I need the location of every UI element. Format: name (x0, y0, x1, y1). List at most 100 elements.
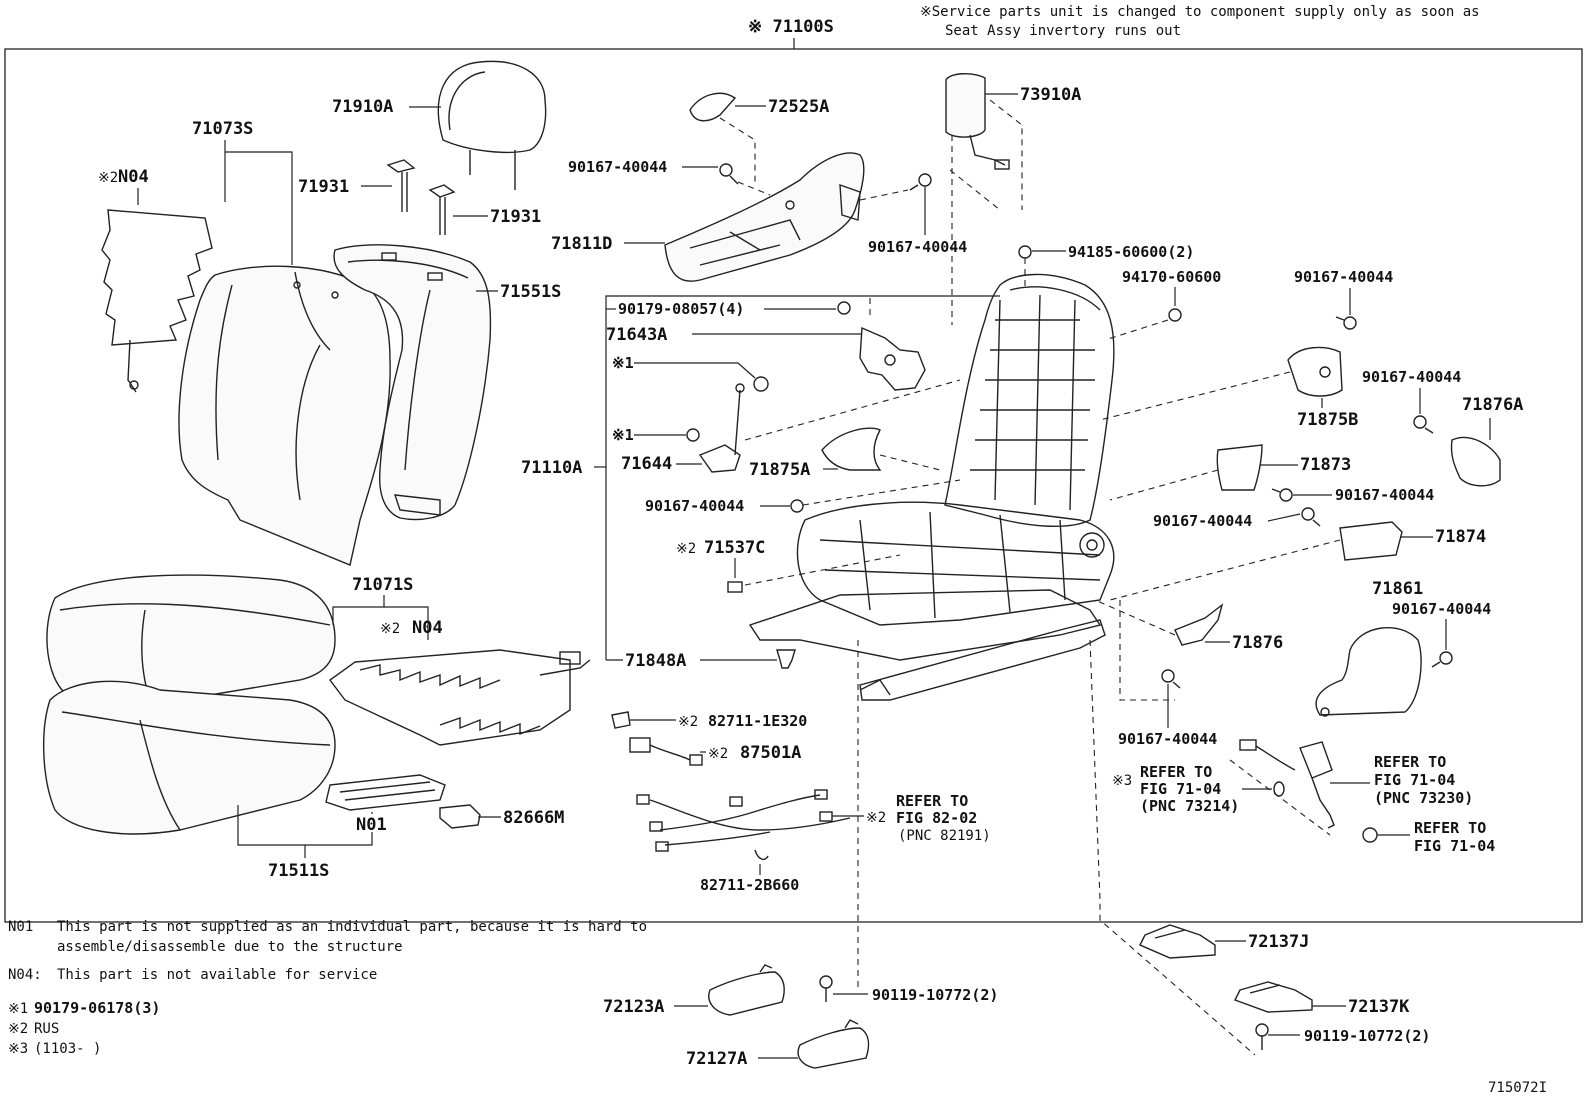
part-N04-top[interactable]: N04 (118, 167, 149, 187)
clip-71848A (776, 649, 796, 669)
part-72127A[interactable]: 72127A (686, 1049, 747, 1069)
refer-73214-l3[interactable]: (PNC 73214) (1140, 797, 1239, 815)
washer-73214 (1273, 781, 1285, 797)
nut-71-04 (1362, 827, 1378, 843)
part-71874[interactable]: 71874 (1435, 527, 1486, 547)
part-71644[interactable]: 71644 (621, 454, 672, 474)
refer-73230-l3[interactable]: (PNC 73230) (1374, 789, 1473, 807)
refer-7104-l2[interactable]: FIG 71-04 (1414, 837, 1495, 855)
screw-90167-d (790, 499, 804, 513)
screw-90167-h (1431, 651, 1453, 668)
nut-94185 (1018, 245, 1032, 259)
seat-cushion-pad (43, 680, 336, 835)
part-90167-f[interactable]: 90167-40044 (1335, 486, 1434, 504)
part-90167-d[interactable]: 90167-40044 (645, 497, 744, 515)
refer-73230-l2[interactable]: FIG 71-04 (1374, 771, 1455, 789)
refer-82-02-mark: ※2 (866, 810, 886, 826)
71537C-mark: ※2 (676, 541, 696, 557)
clip-71931-b (428, 184, 456, 235)
part-73910A[interactable]: 73910A (1020, 85, 1081, 105)
note-x2-code: ※2 (8, 1021, 28, 1037)
part-90167-c[interactable]: 90167-40044 (1294, 268, 1393, 286)
part-71551S[interactable]: 71551S (500, 282, 561, 302)
part-71931-a[interactable]: 71931 (298, 177, 349, 197)
note-n01-code: N01 (8, 919, 33, 935)
82711-1E320-mark: ※2 (678, 714, 698, 730)
part-90167-e[interactable]: 90167-40044 (1362, 368, 1461, 386)
rail-cover-72127A (797, 1019, 870, 1069)
part-94185[interactable]: 94185-60600(2) (1068, 243, 1194, 261)
part-71875B[interactable]: 71875B (1297, 410, 1358, 430)
cover-71874 (1339, 521, 1403, 561)
part-71537C[interactable]: 71537C (704, 538, 765, 558)
note-x1-text: 90179-06178(3) (34, 999, 160, 1017)
service-note-line2: Seat Assy invertory runs out (945, 23, 1181, 39)
part-87501A[interactable]: 87501A (740, 743, 801, 763)
part-71931-b[interactable]: 71931 (490, 207, 541, 227)
part-71071S[interactable]: 71071S (352, 575, 413, 595)
diagram-frame (4, 48, 1583, 923)
heater-mat-back (101, 209, 213, 393)
part-71110A[interactable]: 71110A (521, 458, 582, 478)
link-71644 (698, 383, 745, 473)
cover-71876A (1450, 436, 1501, 487)
figure-id: 715072I (1488, 1080, 1547, 1096)
refer-82-02-l2[interactable]: FIG 82-02 (896, 809, 977, 827)
part-71073S[interactable]: 71073S (192, 119, 253, 139)
part-71873[interactable]: 71873 (1300, 455, 1351, 475)
refer-7104-l1[interactable]: REFER TO (1414, 819, 1486, 837)
part-90167-b[interactable]: 90167-40044 (868, 238, 967, 256)
sensor-87501A (629, 737, 703, 766)
connector-82711-1E320 (611, 711, 631, 729)
part-71861[interactable]: 71861 (1372, 579, 1423, 599)
part-N01[interactable]: N01 (356, 815, 387, 835)
part-72137K[interactable]: 72137K (1348, 997, 1410, 1017)
note-n01-line1: This part is not supplied as an individu… (57, 919, 647, 935)
rail-cover-72137K (1234, 981, 1313, 1013)
note-x3-code: ※3 (8, 1041, 28, 1057)
refer-73230-l1[interactable]: REFER TO (1374, 753, 1446, 771)
part-72137J[interactable]: 72137J (1248, 932, 1309, 952)
headrest-shape (437, 60, 547, 190)
part-71876[interactable]: 71876 (1232, 633, 1283, 653)
part-82711-1E320[interactable]: 82711-1E320 (708, 712, 807, 730)
part-94170[interactable]: 94170-60600 (1122, 268, 1221, 286)
part-90119-a[interactable]: 90119-10772(2) (872, 986, 998, 1004)
screw-90167-f (1271, 488, 1293, 502)
note-x1-code: ※1 (8, 1001, 28, 1017)
part-72123A[interactable]: 72123A (603, 997, 664, 1017)
part-90167-g[interactable]: 90167-40044 (1153, 512, 1252, 530)
bolt-90119-b (1255, 1023, 1269, 1050)
note-n04-text: This part is not available for service (57, 967, 377, 983)
part-90167-h[interactable]: 90167-40044 (1392, 600, 1491, 618)
rail-cover-72137J (1139, 924, 1216, 959)
note-x2-text: RUS (34, 1021, 59, 1037)
part-71876A[interactable]: 71876A (1462, 395, 1523, 415)
part-71910A[interactable]: 71910A (332, 97, 393, 117)
rail-cover-72123A (708, 964, 785, 1016)
part-N04-mid[interactable]: N04 (412, 618, 443, 638)
part-90179-08057[interactable]: 90179-08057(4) (618, 300, 744, 318)
refer-82-02-l1[interactable]: REFER TO (896, 792, 968, 810)
refer-73214-l1[interactable]: REFER TO (1140, 763, 1212, 781)
knob-71876 (1174, 603, 1224, 646)
refer-82-02-l3[interactable]: (PNC 82191) (898, 828, 991, 844)
part-90167-i[interactable]: 90167-40044 (1118, 730, 1217, 748)
refer-73214-l2[interactable]: FIG 71-04 (1140, 780, 1221, 798)
part-82711-2B660[interactable]: 82711-2B660 (700, 876, 799, 894)
part-72525A[interactable]: 72525A (768, 97, 829, 117)
part-71848A[interactable]: 71848A (625, 651, 686, 671)
clip-82666M (439, 804, 481, 829)
part-71811D[interactable]: 71811D (551, 234, 612, 254)
x1-mark-b: ※1 (612, 426, 634, 444)
main-assembly-label[interactable]: ※ 71100S (748, 17, 834, 37)
part-90119-b[interactable]: 90119-10772(2) (1304, 1027, 1430, 1045)
part-71511S[interactable]: 71511S (268, 861, 329, 881)
part-90167-a[interactable]: 90167-40044 (568, 158, 667, 176)
part-82666M[interactable]: 82666M (503, 808, 564, 828)
part-71875A[interactable]: 71875A (749, 460, 810, 480)
seatback-cover-front (178, 265, 391, 566)
refer-73214-mark: ※3 (1112, 773, 1132, 789)
part-71643A[interactable]: 71643A (606, 325, 667, 345)
airbag-73910A (945, 73, 1010, 170)
